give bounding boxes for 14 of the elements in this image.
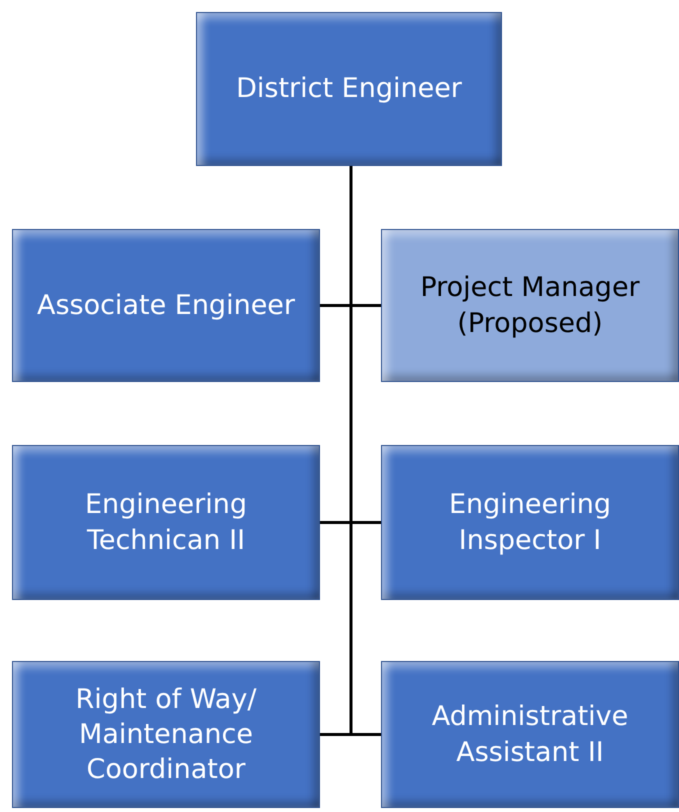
position-box: [12, 661, 320, 808]
position-title: Project Manager (Proposed): [419, 271, 641, 340]
position-box: [381, 445, 679, 600]
position-title: Administrative Assistant II: [430, 700, 630, 770]
position-box: [12, 229, 320, 382]
position-box: [381, 661, 679, 808]
position-title: Associate Engineer: [36, 288, 296, 323]
position-title: Engineering Technican II: [84, 488, 248, 558]
position-box: [196, 12, 502, 166]
position-title: Engineering Inspector I: [448, 488, 612, 558]
position-box: [381, 229, 679, 382]
position-title: District Engineer: [236, 72, 462, 106]
position-box: [12, 445, 320, 600]
position-title: Right of Way/ Maintenance Coordinator: [74, 682, 258, 788]
